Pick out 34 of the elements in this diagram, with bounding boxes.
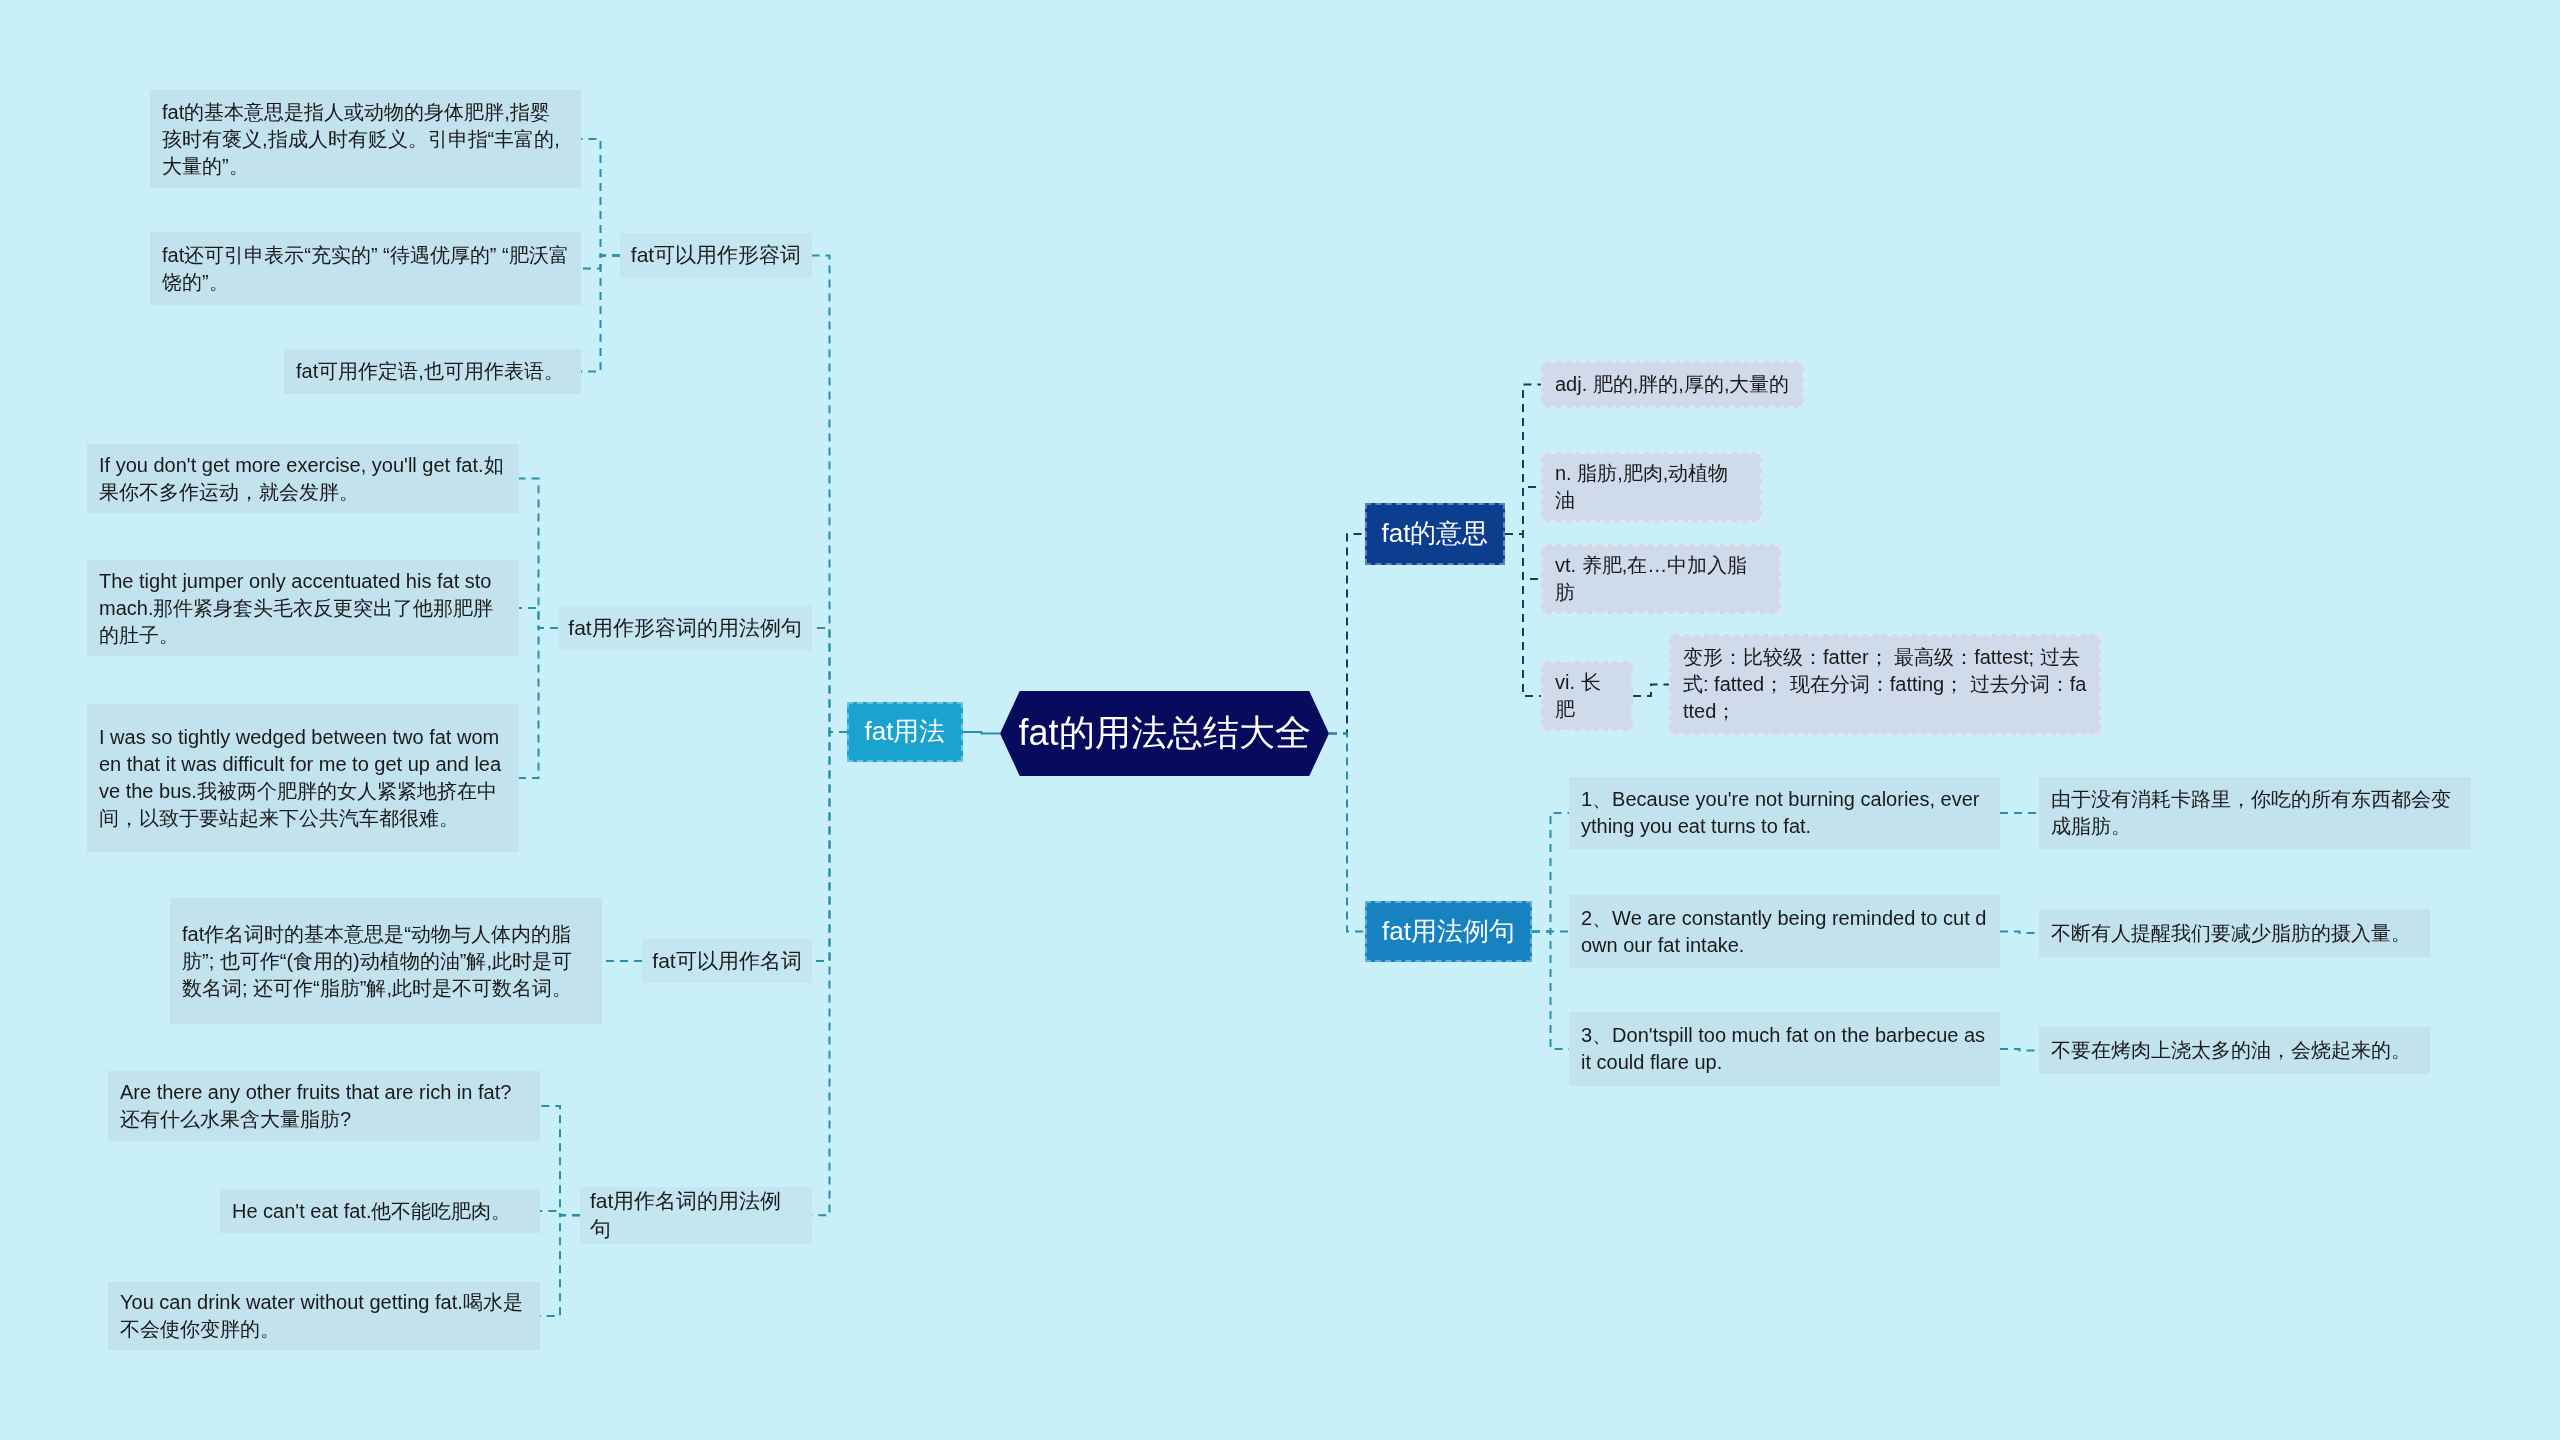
note-box: 变形：比较级：fatter； 最高级：fattest; 过去式: fatted； 现在分词：fatting； 过去分词：fatted； [1669, 634, 2101, 735]
note-box: He can't eat fat.他不能吃肥肉。 [220, 1189, 540, 1233]
note-box: 由于没有消耗卡路里，你吃的所有东西都会变成脂肪。 [2039, 777, 2471, 849]
subtopic-box: fat用作形容词的用法例句 [558, 606, 812, 650]
topic-box: fat的意思 [1365, 503, 1505, 565]
note-box: fat作名词时的基本意思是“动物与人体内的脂肪”; 也可作“(食用的)动植物的油”解,此时是可数名词; 还可作“脂肪”解,此时是不可数名词。 [170, 898, 602, 1024]
subtopic-box: fat用作名词的用法例句 [580, 1187, 812, 1244]
connector [1328, 732, 1366, 933]
note-box: 不要在烤肉上浇太多的油，会烧起来的。 [2039, 1027, 2430, 1074]
note-box: 不断有人提醒我们要减少脂肪的摄入量。 [2039, 909, 2430, 957]
subtopic-box: fat可以用作名词 [642, 939, 812, 983]
connector [518, 627, 559, 779]
connector [1504, 533, 1542, 697]
note-box: You can drink water without getting fat.喝水是不会使你变胖的。 [108, 1282, 540, 1350]
topic-box: fat用法 [847, 702, 963, 762]
central-topic: fat的用法总结大全 [1000, 691, 1329, 776]
note-box: 3、Don'tspill too much fat on the barbecue as it could flare up. [1569, 1012, 2000, 1086]
note-box: fat还可引申表示“充实的” “待遇优厚的” “肥沃富饶的”。 [150, 232, 581, 305]
note-box: vt. 养肥,在…中加入脂肪 [1541, 544, 1781, 614]
connector [962, 731, 1001, 735]
note-box: Are there any other fruits that are rich in fat?还有什么水果含大量脂肪? [108, 1071, 540, 1141]
subtopic-box: fat可以用作形容词 [620, 233, 812, 278]
note-box: 1、Because you're not burning calories, everything you eat turns to fat. [1569, 777, 2000, 849]
note-box: n. 脂肪,肥肉,动植物油 [1541, 452, 1762, 522]
connector [1632, 683, 1670, 697]
note-box: adj. 肥的,胖的,厚的,大量的 [1541, 361, 1804, 408]
note-box: vi. 长肥 [1541, 661, 1633, 731]
note-box: If you don't get more exercise, you'll get fat.如果你不多作运动，就会发胖。 [87, 444, 519, 513]
topic-box: fat用法例句 [1365, 901, 1532, 962]
note-box: The tight jumper only accentuated his fat stomach.那件紧身套头毛衣反更突出了他那肥胖的肚子。 [87, 560, 519, 656]
note-box: fat的基本意思是指人或动物的身体肥胖,指婴孩时有褒义,指成人时有贬义。引申指“丰富的,大量的”。 [150, 90, 581, 188]
note-box: 2、We are constantly being reminded to cut down our fat intake. [1569, 895, 2000, 968]
note-box: fat可用作定语,也可用作表语。 [284, 349, 581, 394]
note-box: I was so tightly wedged between two fat women that it was difficult for me to get up and leave the bus.我被两个肥胖的女人紧紧地挤在中间，以致于要站起来下公共汽车都很难。 [87, 704, 519, 852]
